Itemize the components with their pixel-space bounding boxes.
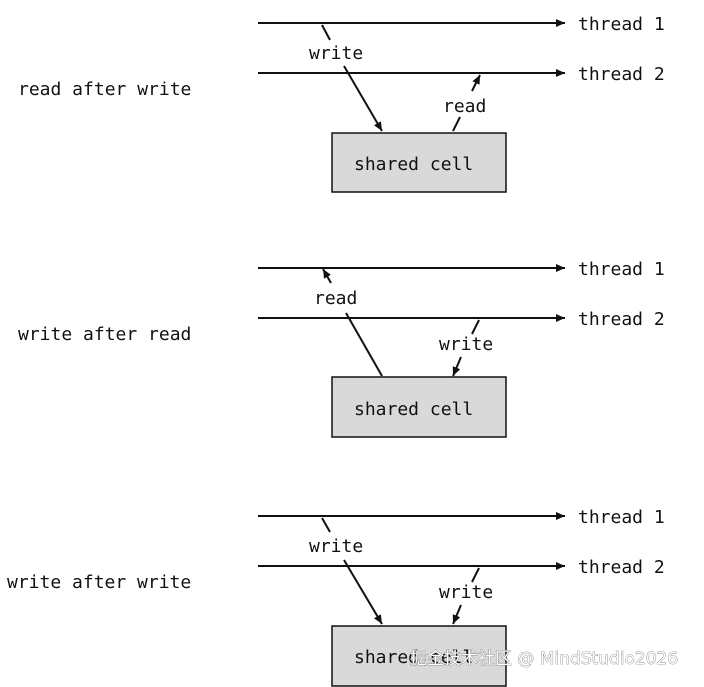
write-arrow — [452, 356, 462, 377]
shared-cell-box — [331, 376, 507, 438]
shared-cell-label: shared cell — [354, 154, 473, 175]
write-arrow-dashed — [321, 24, 331, 41]
thread-2-label: thread 2 — [578, 64, 665, 85]
scenario-read-after-write: read after write thread 1 thread 2 write… — [18, 14, 665, 193]
op1-label: write — [309, 43, 363, 64]
read-arrow — [452, 116, 461, 132]
thread-2-label: thread 2 — [578, 557, 665, 578]
thread-1-label: thread 1 — [578, 14, 665, 35]
write2-arrow-dashed — [471, 567, 480, 583]
write1-arrow — [343, 559, 383, 625]
thread-2-label: thread 2 — [578, 309, 665, 330]
shared-cell-label: shared cell — [354, 399, 473, 420]
thread-1-label: thread 1 — [578, 259, 665, 280]
scenario-label: read after write — [18, 79, 191, 100]
thread-1-label: thread 1 — [578, 507, 665, 528]
write-arrow-dashed — [471, 319, 480, 335]
scenario-label: write after read — [18, 324, 191, 345]
read-arrow-head — [471, 74, 481, 92]
op2-label: read — [443, 96, 486, 117]
scenario-write-after-read: write after read thread 1 thread 2 read … — [18, 259, 665, 438]
write2-arrow — [452, 604, 462, 625]
op1-label: read — [314, 288, 357, 309]
scenario-write-after-write: write after write thread 1 thread 2 writ… — [7, 507, 665, 687]
shared-cell-box — [331, 625, 507, 687]
watermark: 掘金技术社区 @ MindStudio2026 — [410, 649, 678, 669]
scenario-label: write after write — [7, 572, 191, 593]
write-arrow — [343, 65, 383, 132]
read-arrow — [345, 312, 383, 377]
op1-label: write — [309, 536, 363, 557]
shared-cell-box — [331, 132, 507, 193]
read-arrow-head — [322, 268, 332, 284]
write1-arrow-dashed — [321, 517, 331, 533]
shared-cell-label: shared cell — [354, 647, 473, 668]
op2-label: write — [439, 582, 493, 603]
op2-label: write — [439, 334, 493, 355]
